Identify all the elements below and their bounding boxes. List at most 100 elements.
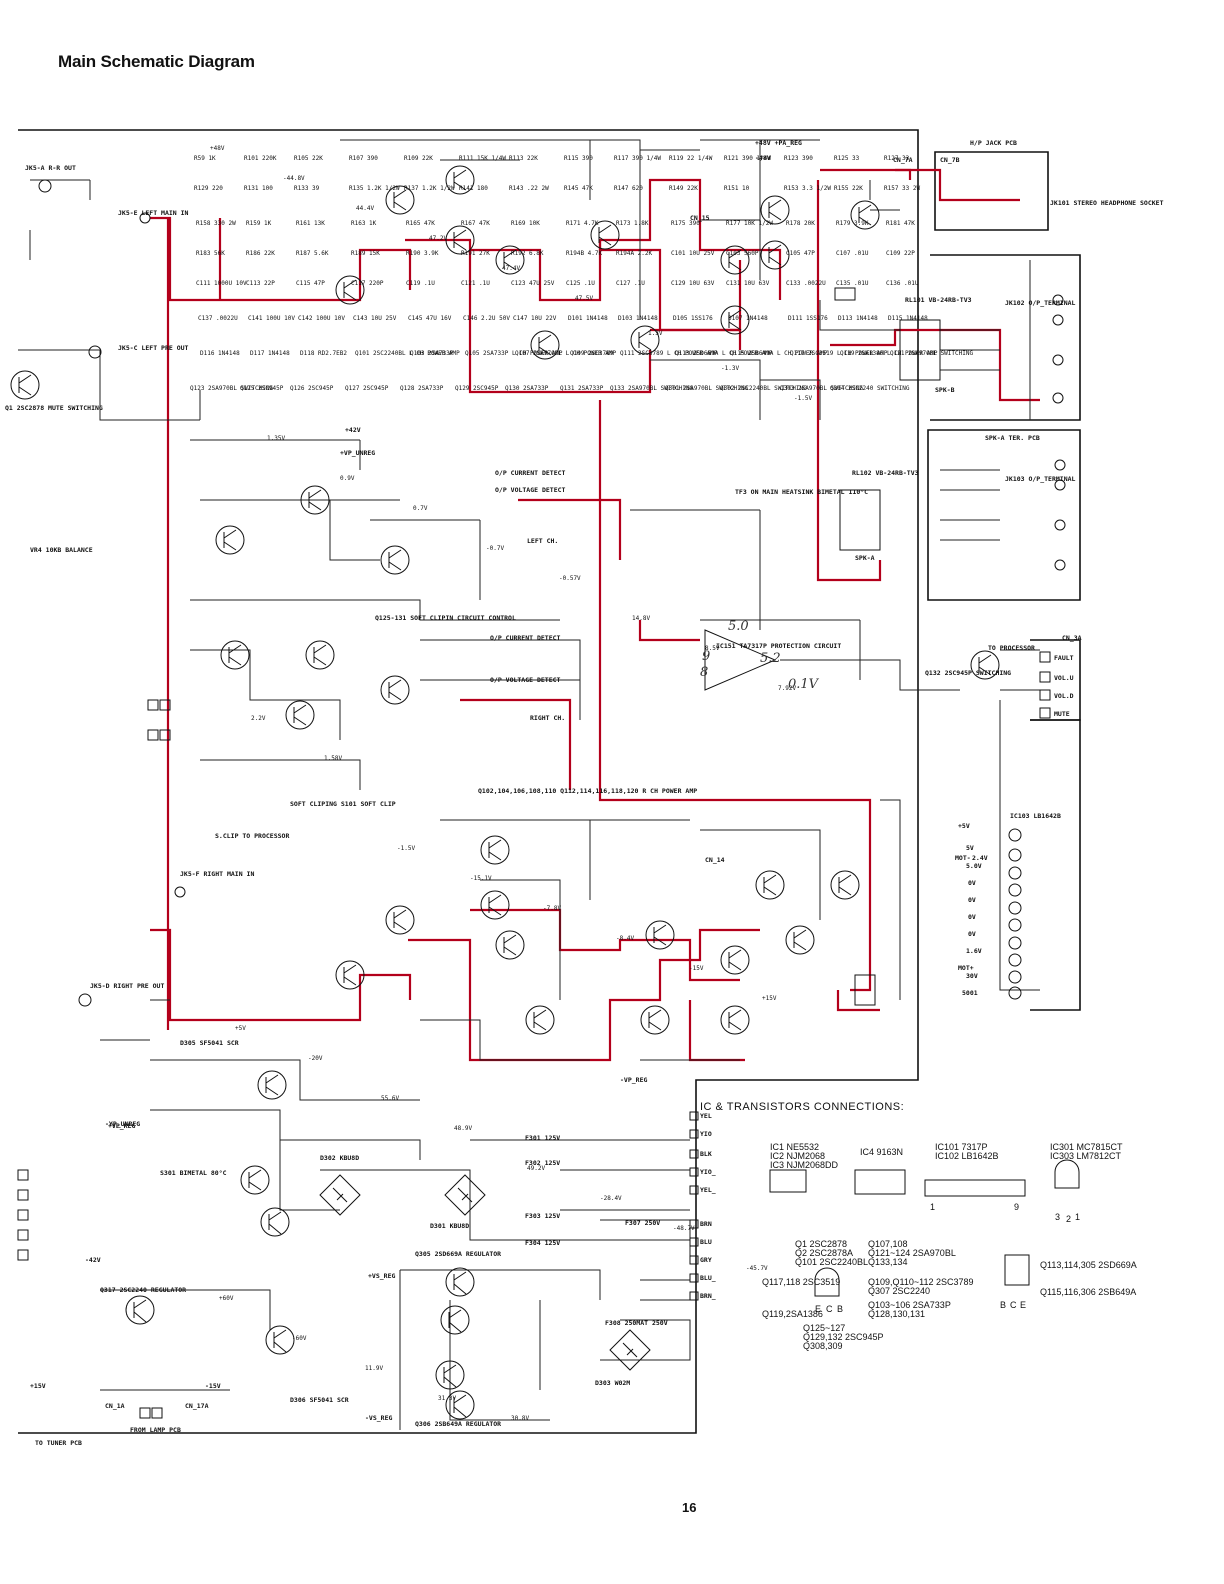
rail-0: +48V +PA_REG [755, 139, 802, 147]
voltage-5: 47.5V [575, 295, 593, 302]
rail-2: +VP_REG [108, 1122, 135, 1130]
voltage-20: -15.1V [470, 875, 492, 882]
component-102: Q128 2SA733P [400, 385, 444, 392]
label-cn-7a: CN_7A [893, 156, 913, 164]
label-r-power-amp: Q102,104,106,108,110 Q112,114,116,118,12… [478, 787, 697, 795]
component-38: R177 10K 1/2W [726, 220, 773, 227]
transistor-q117 [720, 245, 750, 275]
component-17: R135 1.2K 1/2W [349, 185, 400, 192]
relays [834, 287, 941, 1006]
component-18: R137 1.2K 1/2W [404, 185, 455, 192]
component-16: R133 39 [294, 185, 320, 192]
tap-6: BLU [700, 1238, 712, 1246]
component-90: Q107 2SA970BL L CH POWER AMP [515, 350, 617, 357]
component-66: C131 10U 63V [726, 280, 770, 287]
component-53: C105 47P [786, 250, 815, 257]
transistor-q105 [445, 165, 475, 195]
component-64: C127 .1U [616, 280, 645, 287]
headphone-board-frame [934, 151, 1049, 231]
voltage-7: -1.3V [721, 365, 739, 372]
voltage-8: -1.5V [794, 395, 812, 402]
label-to-tuner: TO TUNER PCB [35, 1439, 82, 1447]
component-87: Q101 2SC2240BL L CH POWER AMP [355, 350, 460, 357]
fuse-4: F307 250V [625, 1219, 660, 1227]
component-78: D103 1N4148 [618, 315, 658, 322]
to220-outline [1004, 1254, 1030, 1286]
voltage-32: -45.7V [746, 1265, 768, 1272]
fuse-1: F302 125V [525, 1159, 560, 1167]
component-108: Q302 2SC2240BL SWITCHING [720, 385, 807, 392]
component-31: R163 1K [351, 220, 377, 227]
tap-2: BLK [700, 1150, 712, 1158]
transistor-q108 [480, 890, 510, 920]
processor-pins [1039, 651, 1051, 719]
inductor-l102 [854, 974, 876, 1006]
voltage-19: -1.5V [397, 845, 415, 852]
transformer-tap-pins [689, 1111, 699, 1301]
ic103-pin-8: 0V [968, 930, 976, 938]
ic103-pin-11: 30V [966, 972, 978, 980]
transistor-q102 [335, 960, 365, 990]
legend-ic-1: IC2 NJM2068 [770, 1151, 825, 1161]
component-83: D115 1N4148 [888, 315, 928, 322]
transistor-q109 [495, 245, 525, 275]
transistor-q122 [785, 925, 815, 955]
voltage-31: -48.7V [673, 1225, 695, 1232]
tap-5: BRN [700, 1220, 712, 1228]
transistor-q126 [380, 675, 410, 705]
label-cn-3a: CN_3A [1062, 634, 1082, 642]
component-34: R169 10K [511, 220, 540, 227]
ic-sip9-outline [924, 1179, 1026, 1197]
voltage-4: 47.4V [502, 265, 520, 272]
tap-0: YEL [700, 1112, 712, 1120]
label-relay-b: RL102 VB-24RB-TV3 [852, 469, 919, 477]
rail-labels: +48V +PA_REG-48V+VP_REG-VP_REG+VS_REG-VS… [30, 139, 802, 1422]
component-29: R159 1K [246, 220, 272, 227]
transistor-q133 [760, 195, 790, 225]
voltage-6: 1.3V [648, 330, 663, 337]
legend-ic-6: IC301 MC7815CT [1050, 1142, 1123, 1152]
label-regulator-neg: Q306 2SB649A REGULATOR [415, 1420, 501, 1428]
voltage-26: -20V [308, 1055, 323, 1062]
voltage-16: 7.92V [778, 685, 796, 692]
label-soft-clipping: SOFT CLIPING S101 SOFT CLIP [290, 800, 396, 808]
legend-pin-8: 1 [1075, 1212, 1080, 1222]
ic103-pin-9: 1.6V [966, 947, 982, 955]
component-11: R123 390 [784, 155, 813, 162]
label-jk101: JK101 STEREO HEADPHONE SOCKET [1050, 199, 1164, 207]
component-101: Q127 2SC945P [345, 385, 389, 392]
label-hp-jack: H/P JACK PCB [970, 139, 1017, 147]
transistor-q104 [385, 905, 415, 935]
component-94: Q115 2SB649A L CH POWER AMP [730, 350, 828, 357]
transistor-q303 [260, 1207, 290, 1237]
spk-a-terminal-frame [927, 429, 1081, 601]
component-61: C121 .1U [461, 280, 490, 287]
label-mute-sw: Q1 2SC2878 MUTE SWITCHING [5, 404, 103, 412]
component-105: Q131 2SA733P [560, 385, 604, 392]
voltage-22: -8.4V [616, 935, 634, 942]
component-93: Q113 2SD669A L CH POWER AMP [675, 350, 773, 357]
ic103-pin-1: 5V [966, 844, 974, 852]
label-from-lamp: FROM LAMP PCB [130, 1426, 181, 1434]
label-protection: IC151 TA7317P PROTECTION CIRCUIT [716, 642, 841, 650]
component-48: R192 6.8K [511, 250, 544, 257]
legend-pin-1: C [826, 1304, 833, 1314]
label-cn-14: CN_14 [705, 856, 725, 864]
component-46: R190 3.9K [406, 250, 439, 257]
voltage-0: +48V [210, 145, 225, 152]
component-104: Q130 2SA733P [505, 385, 549, 392]
component-12: R125 33 [834, 155, 860, 162]
transistor-q114 [645, 920, 675, 950]
fuse-2: F303 125V [525, 1212, 560, 1220]
relay-rl102 [839, 489, 881, 551]
bridge-d303 [609, 1329, 651, 1371]
component-89: Q105 2SA733P L CH POWER AMP [465, 350, 563, 357]
voltage-13: -0.57V [559, 575, 581, 582]
legend-transistor-16: Q115,116,306 2SB649A [1040, 1287, 1136, 1297]
ic103-pin-5: 0V [968, 879, 976, 887]
transistor-q112 [525, 1005, 555, 1035]
transistor-q301 [257, 1070, 287, 1100]
